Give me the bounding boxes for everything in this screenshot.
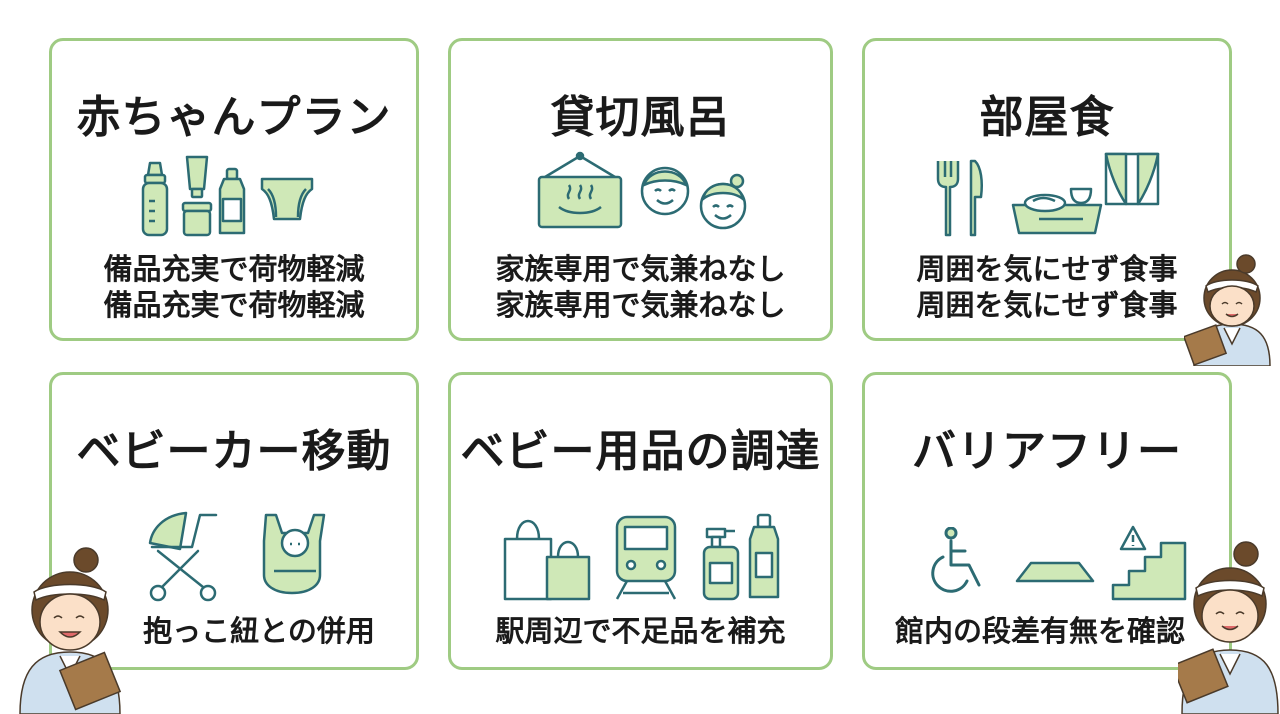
card-description: 周囲を気にせず食事 周囲を気にせず食事 [865,251,1229,323]
diaper-icon [260,177,314,221]
card-baby-plan: 赤ちゃんプラン [49,38,419,341]
card-title: ベビー用品の調達 [460,426,821,477]
card-description: 館内の段差有無を確認 [851,613,1229,649]
baby-food-jar-icon [181,201,213,237]
card-title: バリアフリー [912,426,1182,477]
bottle-icon [218,167,246,235]
window-icon [1104,152,1160,206]
ramp-icon [1015,561,1095,583]
card-icons [52,503,416,603]
description-line: 駅周辺で不足品を補充 [495,614,786,648]
description-line: 家族専用で気兼ねなし [495,252,786,286]
description-line: 備品充実で荷物軽減 [103,252,365,286]
pump-bottle-icon [702,527,740,601]
train-icon [615,515,677,600]
cream-tube-icon [185,155,209,199]
boy-face-icon [640,166,690,216]
baby-carrier-icon [262,513,326,595]
card-description: 家族専用で気兼ねなし 家族専用で気兼ねなし [451,251,830,323]
card-icons [451,513,830,605]
shopping-bags-icon [503,519,591,601]
card-description: 備品充実で荷物軽減 備品充実で荷物軽減 [52,251,416,323]
card-icons [451,151,830,237]
baby-bottle-icon [141,161,169,237]
fork-icon [936,161,960,237]
knife-icon [969,159,983,237]
card-description: 駅周辺で不足品を補充 [451,613,830,649]
card-stroller-travel: ベビーカー移動 抱っこ紐との併用 [49,372,419,670]
card-icons [865,515,1229,601]
card-icons [52,153,416,237]
card-title: 部屋食 [979,92,1115,143]
description-line: 周囲を気にせず食事 [916,252,1178,286]
card-icons [865,152,1229,237]
meal-tray-icon [1011,187,1103,235]
mascot-illustration-right-top [1184,254,1271,366]
card-title: ベビーカー移動 [76,426,392,477]
mascot-illustration-left-bottom [19,547,122,714]
card-title: 貸切風呂 [550,92,731,143]
mascot-illustration-right-bottom [1178,541,1279,714]
card-room-dining: 部屋食 周囲を気 [862,38,1232,341]
card-title: 赤ちゃんプラン [76,92,392,143]
description-line: 家族専用で気兼ねなし [495,288,786,322]
card-barrier-free: バリアフリー 館内の段差有無を確認 [862,372,1232,670]
description-line: 周囲を気にせず食事 [916,288,1178,322]
hot-spring-sign-icon [537,151,623,229]
card-baby-supplies: ベビー用品の調達 [448,372,833,670]
bottle-icon [748,513,780,599]
card-description: 抱っこ紐との併用 [102,613,416,649]
card-private-bath: 貸切風呂 家族 [448,38,833,341]
description-line: 抱っこ紐との併用 [143,614,375,648]
wheelchair-icon [931,527,981,593]
description-line: 備品充実で荷物軽減 [103,288,365,322]
stairs-warning-icon [1111,525,1187,601]
girl-face-icon [699,173,747,230]
description-line: 館内の段差有無を確認 [894,614,1185,648]
stroller-icon [148,511,218,602]
